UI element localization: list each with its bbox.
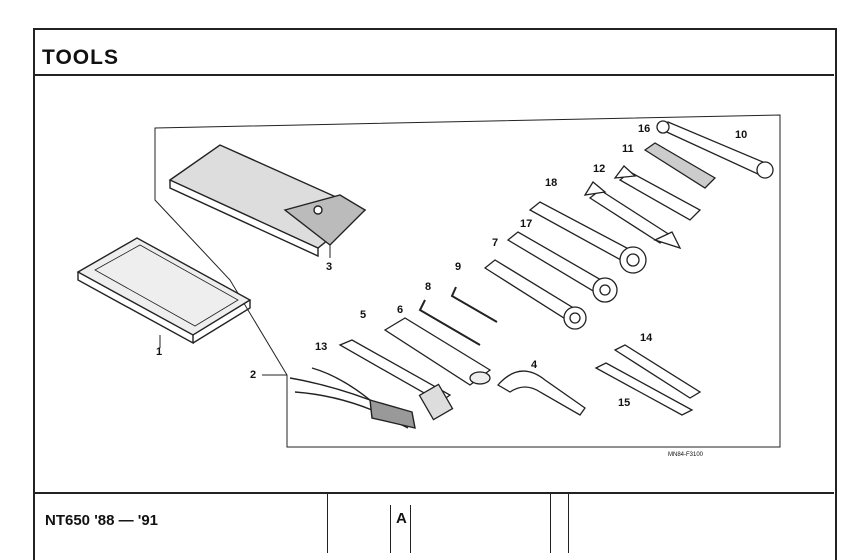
footer-divider [550,493,551,553]
screwdriver-handle [383,317,492,386]
footer-divider [410,505,411,553]
figure-code: MN84-F3100 [668,452,704,458]
box-wrenches [483,201,647,330]
callout-13: 13 [315,341,327,353]
title-bar [35,44,834,76]
callout-15: 15 [618,397,630,409]
callout-10: 10 [735,129,747,141]
callout-1: 1 [156,346,162,358]
callout-8: 8 [425,281,431,293]
footer-divider [390,505,391,553]
callout-7: 7 [492,237,498,249]
page-title: TOOLS [42,46,119,69]
screwdrivers [594,344,702,416]
callout-17: 17 [520,218,532,230]
callout-9: 9 [455,261,461,273]
socket-wrench [338,339,454,421]
callout-14: 14 [640,332,653,344]
owners-manual [76,237,252,345]
revision-label: A [396,510,407,527]
callout-6: 6 [397,304,403,316]
footer-divider [568,493,569,553]
open-end-wrenches [583,165,702,250]
footer-rule [35,492,834,494]
footer-divider [327,493,328,553]
callout-4: 4 [531,359,538,371]
hex-keys [418,286,498,346]
callout-5: 5 [360,309,366,321]
kit-outline [154,114,781,448]
callout-12: 12 [593,163,605,175]
pin-spanner [496,370,586,416]
callout-11: 11 [622,143,634,155]
callout-18: 18 [545,177,557,189]
callout-labels: 1 2 3 4 5 6 7 8 9 10 11 12 13 14 15 16 1… [156,123,747,458]
tool-pouch [168,144,367,258]
pliers [289,367,416,429]
callout-2: 2 [250,369,256,381]
model-label: NT650 '88 — '91 [45,512,159,529]
tools-illustration: 1 2 3 4 5 6 7 8 9 10 11 12 13 14 15 16 1… [76,114,781,458]
callout-3: 3 [326,261,332,273]
plug-and-offset-wrench [643,120,774,189]
page-frame [33,28,837,560]
callout-16: 16 [638,123,650,135]
